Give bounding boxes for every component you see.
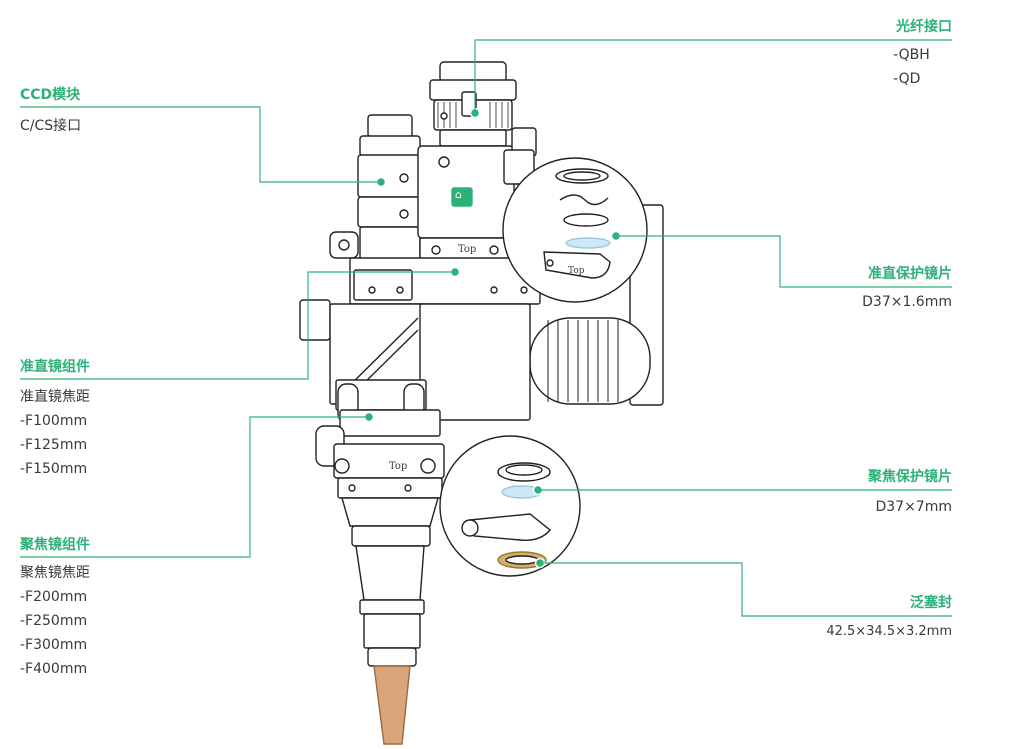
- fiber-connector: [429, 61, 517, 147]
- focus-f200: -F200mm: [20, 589, 88, 605]
- focus-window-title: 聚焦保护镜片: [868, 469, 952, 485]
- focus-detail-circle: [439, 435, 581, 577]
- focus-block: [315, 383, 445, 547]
- focus-group-title: 聚焦镜组件: [20, 537, 90, 553]
- fiber-option-qd: -QD: [893, 71, 921, 87]
- ccd-interface: C/CS接口: [20, 118, 82, 134]
- focus-focal-heading: 聚焦镜焦距: [20, 565, 90, 581]
- focus-f400: -F400mm: [20, 661, 88, 677]
- collimation-f100: -F100mm: [20, 413, 88, 429]
- seal-title: 泛塞封: [910, 595, 952, 611]
- top-mark-detail: Top: [568, 266, 585, 276]
- collimation-group-title: 准直镜组件: [20, 359, 90, 375]
- fiber-option-qbh: -QBH: [893, 47, 930, 63]
- brand-logo-icon: ⌂: [455, 188, 462, 201]
- collimation-window-size: D37×1.6mm: [862, 294, 952, 310]
- collimation-f125: -F125mm: [20, 437, 88, 453]
- focus-f300: -F300mm: [20, 637, 88, 653]
- collimation-focal-heading: 准直镜焦距: [20, 389, 90, 405]
- seal-size: 42.5×34.5×3.2mm: [826, 624, 952, 639]
- top-mark-upper: Top: [458, 244, 477, 255]
- collimation-window-title: 准直保护镜片: [868, 266, 952, 282]
- focus-window-size: D37×7mm: [875, 499, 952, 515]
- collimation-detail-circle: [502, 157, 648, 303]
- fiber-title: 光纤接口: [896, 19, 952, 35]
- nozzle-assembly: [355, 545, 425, 745]
- ccd-module: [357, 114, 423, 262]
- top-mark-lower: Top: [389, 461, 408, 472]
- collimation-f150: -F150mm: [20, 461, 88, 477]
- focus-f250: -F250mm: [20, 613, 88, 629]
- ccd-title: CCD模块: [20, 87, 81, 103]
- side-bellows: [529, 204, 664, 406]
